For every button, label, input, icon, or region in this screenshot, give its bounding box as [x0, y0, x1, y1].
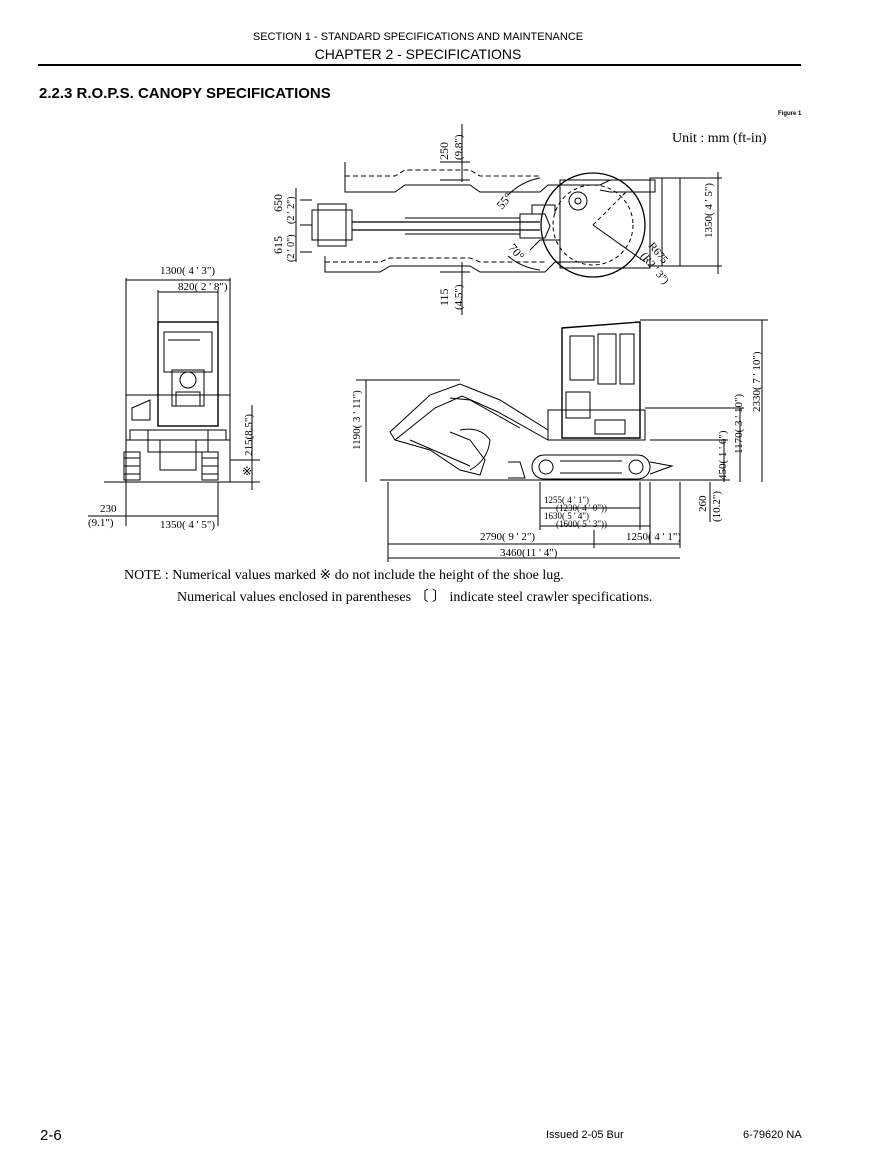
- dim-1350-right: 1350( 4 ' 5"): [703, 183, 715, 238]
- top-view: [295, 124, 722, 315]
- dim-2330: 2330( 7 ' 10"): [751, 351, 763, 412]
- section-header: SECTION 1 - STANDARD SPECIFICATIONS AND …: [252, 31, 584, 43]
- dim-260: 260: [697, 495, 709, 512]
- dim-9-1: (9.1"): [88, 517, 114, 529]
- header-rule: [38, 64, 801, 66]
- dim-650: 650: [271, 194, 285, 212]
- front-view: [88, 278, 260, 526]
- dim-10-2: (10.2"): [711, 491, 723, 522]
- dim-230: 230: [100, 503, 117, 515]
- figure-label: Figure 1: [778, 111, 802, 117]
- dim-9-8: (9.8"): [453, 134, 465, 160]
- dim-2-2: (2 ' 2"): [286, 196, 297, 224]
- dim-1350-front: 1350( 4 ' 5"): [160, 519, 215, 531]
- note-line-1: NOTE : Numerical values marked ※ do not …: [124, 568, 564, 583]
- angle-70: 70°: [506, 241, 528, 263]
- dim-2-0: (2 ' 0"): [286, 234, 297, 262]
- dim-1230: (1230( 4 ' 0")): [556, 503, 607, 513]
- section-title: 2.2.3 R.O.P.S. CANOPY SPECIFICATIONS: [39, 85, 331, 102]
- dim-215: 215(8.5"): [243, 414, 255, 456]
- dim-450: 450( 1 ' 6"): [717, 430, 729, 480]
- dim-1600: (1600( 5 ' 3")): [556, 519, 607, 529]
- canopy-dimension-drawing: Unit : mm (ft-in) 250 (9.8") 650 (2 ' 2"…: [88, 124, 768, 562]
- star-mark: ※: [242, 464, 252, 478]
- unit-label: Unit : mm (ft-in): [672, 131, 767, 146]
- chapter-header: CHAPTER 2 - SPECIFICATIONS: [314, 46, 522, 62]
- dim-1255: 1255( 4 ' 1"): [544, 495, 589, 505]
- dim-1170: 1170( 3 ' 10"): [733, 394, 745, 454]
- dim-1300: 1300( 4 ' 3"): [160, 265, 215, 277]
- dim-615: 615: [271, 236, 285, 254]
- dim-1630: 1630( 5 ' 4"): [544, 511, 589, 521]
- dim-4-5: (4.5"): [453, 284, 465, 310]
- dim-115: 115: [437, 288, 451, 306]
- dim-1190: 1190( 3 ' 11"): [351, 390, 363, 450]
- issued-text: Issued 2-05 Bur: [546, 1129, 624, 1141]
- dim-3460: 3460(11 ' 4"): [500, 547, 558, 559]
- dim-2790: 2790( 9 ' 2"): [480, 531, 535, 543]
- dim-820: 820( 2 ' 8"): [178, 281, 228, 293]
- note-line-2: Numerical values enclosed in parentheses…: [177, 590, 653, 605]
- side-view: [356, 319, 768, 562]
- document-number: 6-79620 NA: [743, 1129, 802, 1141]
- dim-1250: 1250( 4 ' 1"): [626, 531, 681, 543]
- page-number: 2-6: [40, 1127, 62, 1144]
- angle-55: 55°: [494, 190, 516, 212]
- dim-250: 250: [437, 142, 451, 160]
